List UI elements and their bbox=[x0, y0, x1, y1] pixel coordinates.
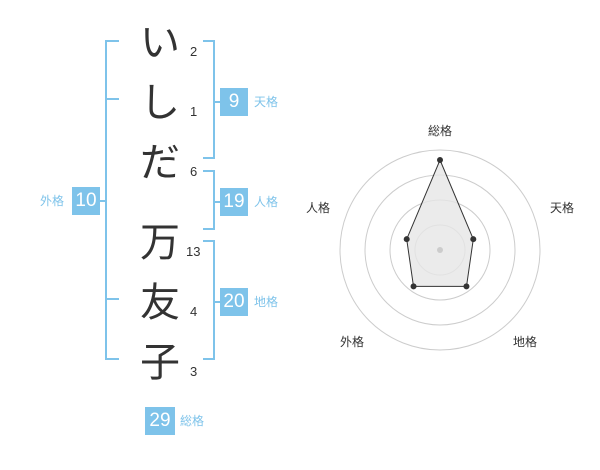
radar-axis-soukaku: 総格 bbox=[428, 123, 452, 138]
name-char-5: 友 bbox=[140, 280, 180, 326]
radar-point bbox=[410, 283, 417, 290]
tenkaku-label: 天格 bbox=[254, 95, 279, 109]
jinkaku-bracket-line bbox=[213, 170, 215, 230]
tenkaku-bracket-connector bbox=[213, 101, 222, 103]
radar-axis-chikaku: 地格 bbox=[513, 334, 537, 349]
soukaku-label: 総格 bbox=[180, 414, 205, 428]
jinkaku-label: 人格 bbox=[254, 195, 279, 209]
gaikaku-bracket-tick bbox=[105, 298, 119, 300]
chikaku-bracket-line bbox=[213, 240, 215, 360]
gaikaku-bracket-top bbox=[105, 40, 119, 42]
name-char-1: い bbox=[140, 20, 180, 66]
name-char-2: し bbox=[140, 80, 180, 126]
radar-point bbox=[470, 236, 477, 243]
chikaku-bracket-bottom bbox=[203, 358, 215, 360]
tenkaku-bracket-line bbox=[213, 40, 215, 159]
tenkaku-value: 9 bbox=[220, 88, 248, 116]
radar-point bbox=[437, 157, 443, 163]
jinkaku-bracket-top bbox=[203, 170, 215, 172]
chikaku-bracket-connector bbox=[213, 301, 222, 303]
radar-point bbox=[463, 283, 470, 290]
gaikaku-label: 外格 bbox=[40, 194, 65, 208]
gaikaku-bracket-connector bbox=[99, 200, 107, 202]
gaikaku-value: 10 bbox=[72, 187, 100, 215]
chikaku-label: 地格 bbox=[254, 295, 279, 309]
radar-polygon bbox=[406, 158, 474, 287]
radar-ring bbox=[339, 149, 541, 351]
name-char-6: 子 bbox=[140, 340, 180, 386]
radar-point bbox=[403, 236, 410, 243]
radar-axis-jinkaku: 人格 bbox=[306, 200, 330, 215]
stroke-count-3: 6 bbox=[190, 164, 198, 179]
name-char-3: だ bbox=[140, 140, 180, 186]
radar-chart: 総格 天格 地格 外格 人格 bbox=[306, 123, 574, 351]
gaikaku-bracket-bottom bbox=[105, 358, 119, 360]
stroke-count-5: 4 bbox=[190, 304, 198, 319]
stroke-count-2: 1 bbox=[190, 104, 198, 119]
chikaku-value: 20 bbox=[220, 288, 248, 316]
tenkaku-bracket-top bbox=[203, 40, 215, 42]
jinkaku-bracket-bottom bbox=[203, 228, 215, 230]
jinkaku-bracket-connector bbox=[213, 201, 222, 203]
jinkaku-value: 19 bbox=[220, 188, 248, 216]
gaikaku-bracket-tick bbox=[105, 98, 119, 100]
stroke-count-4: 13 bbox=[186, 244, 201, 259]
chikaku-bracket-top bbox=[203, 240, 215, 242]
tenkaku-bracket-bottom bbox=[203, 157, 215, 159]
stroke-count-1: 2 bbox=[190, 44, 198, 59]
name-char-4: 万 bbox=[140, 220, 180, 266]
stroke-count-6: 3 bbox=[190, 364, 198, 379]
radar-center-dot bbox=[437, 247, 443, 253]
radar-axis-tenkaku: 天格 bbox=[550, 200, 574, 215]
radar-axis-gaikaku: 外格 bbox=[340, 334, 364, 349]
soukaku-value: 29 bbox=[145, 407, 175, 435]
radar-points bbox=[403, 157, 477, 290]
